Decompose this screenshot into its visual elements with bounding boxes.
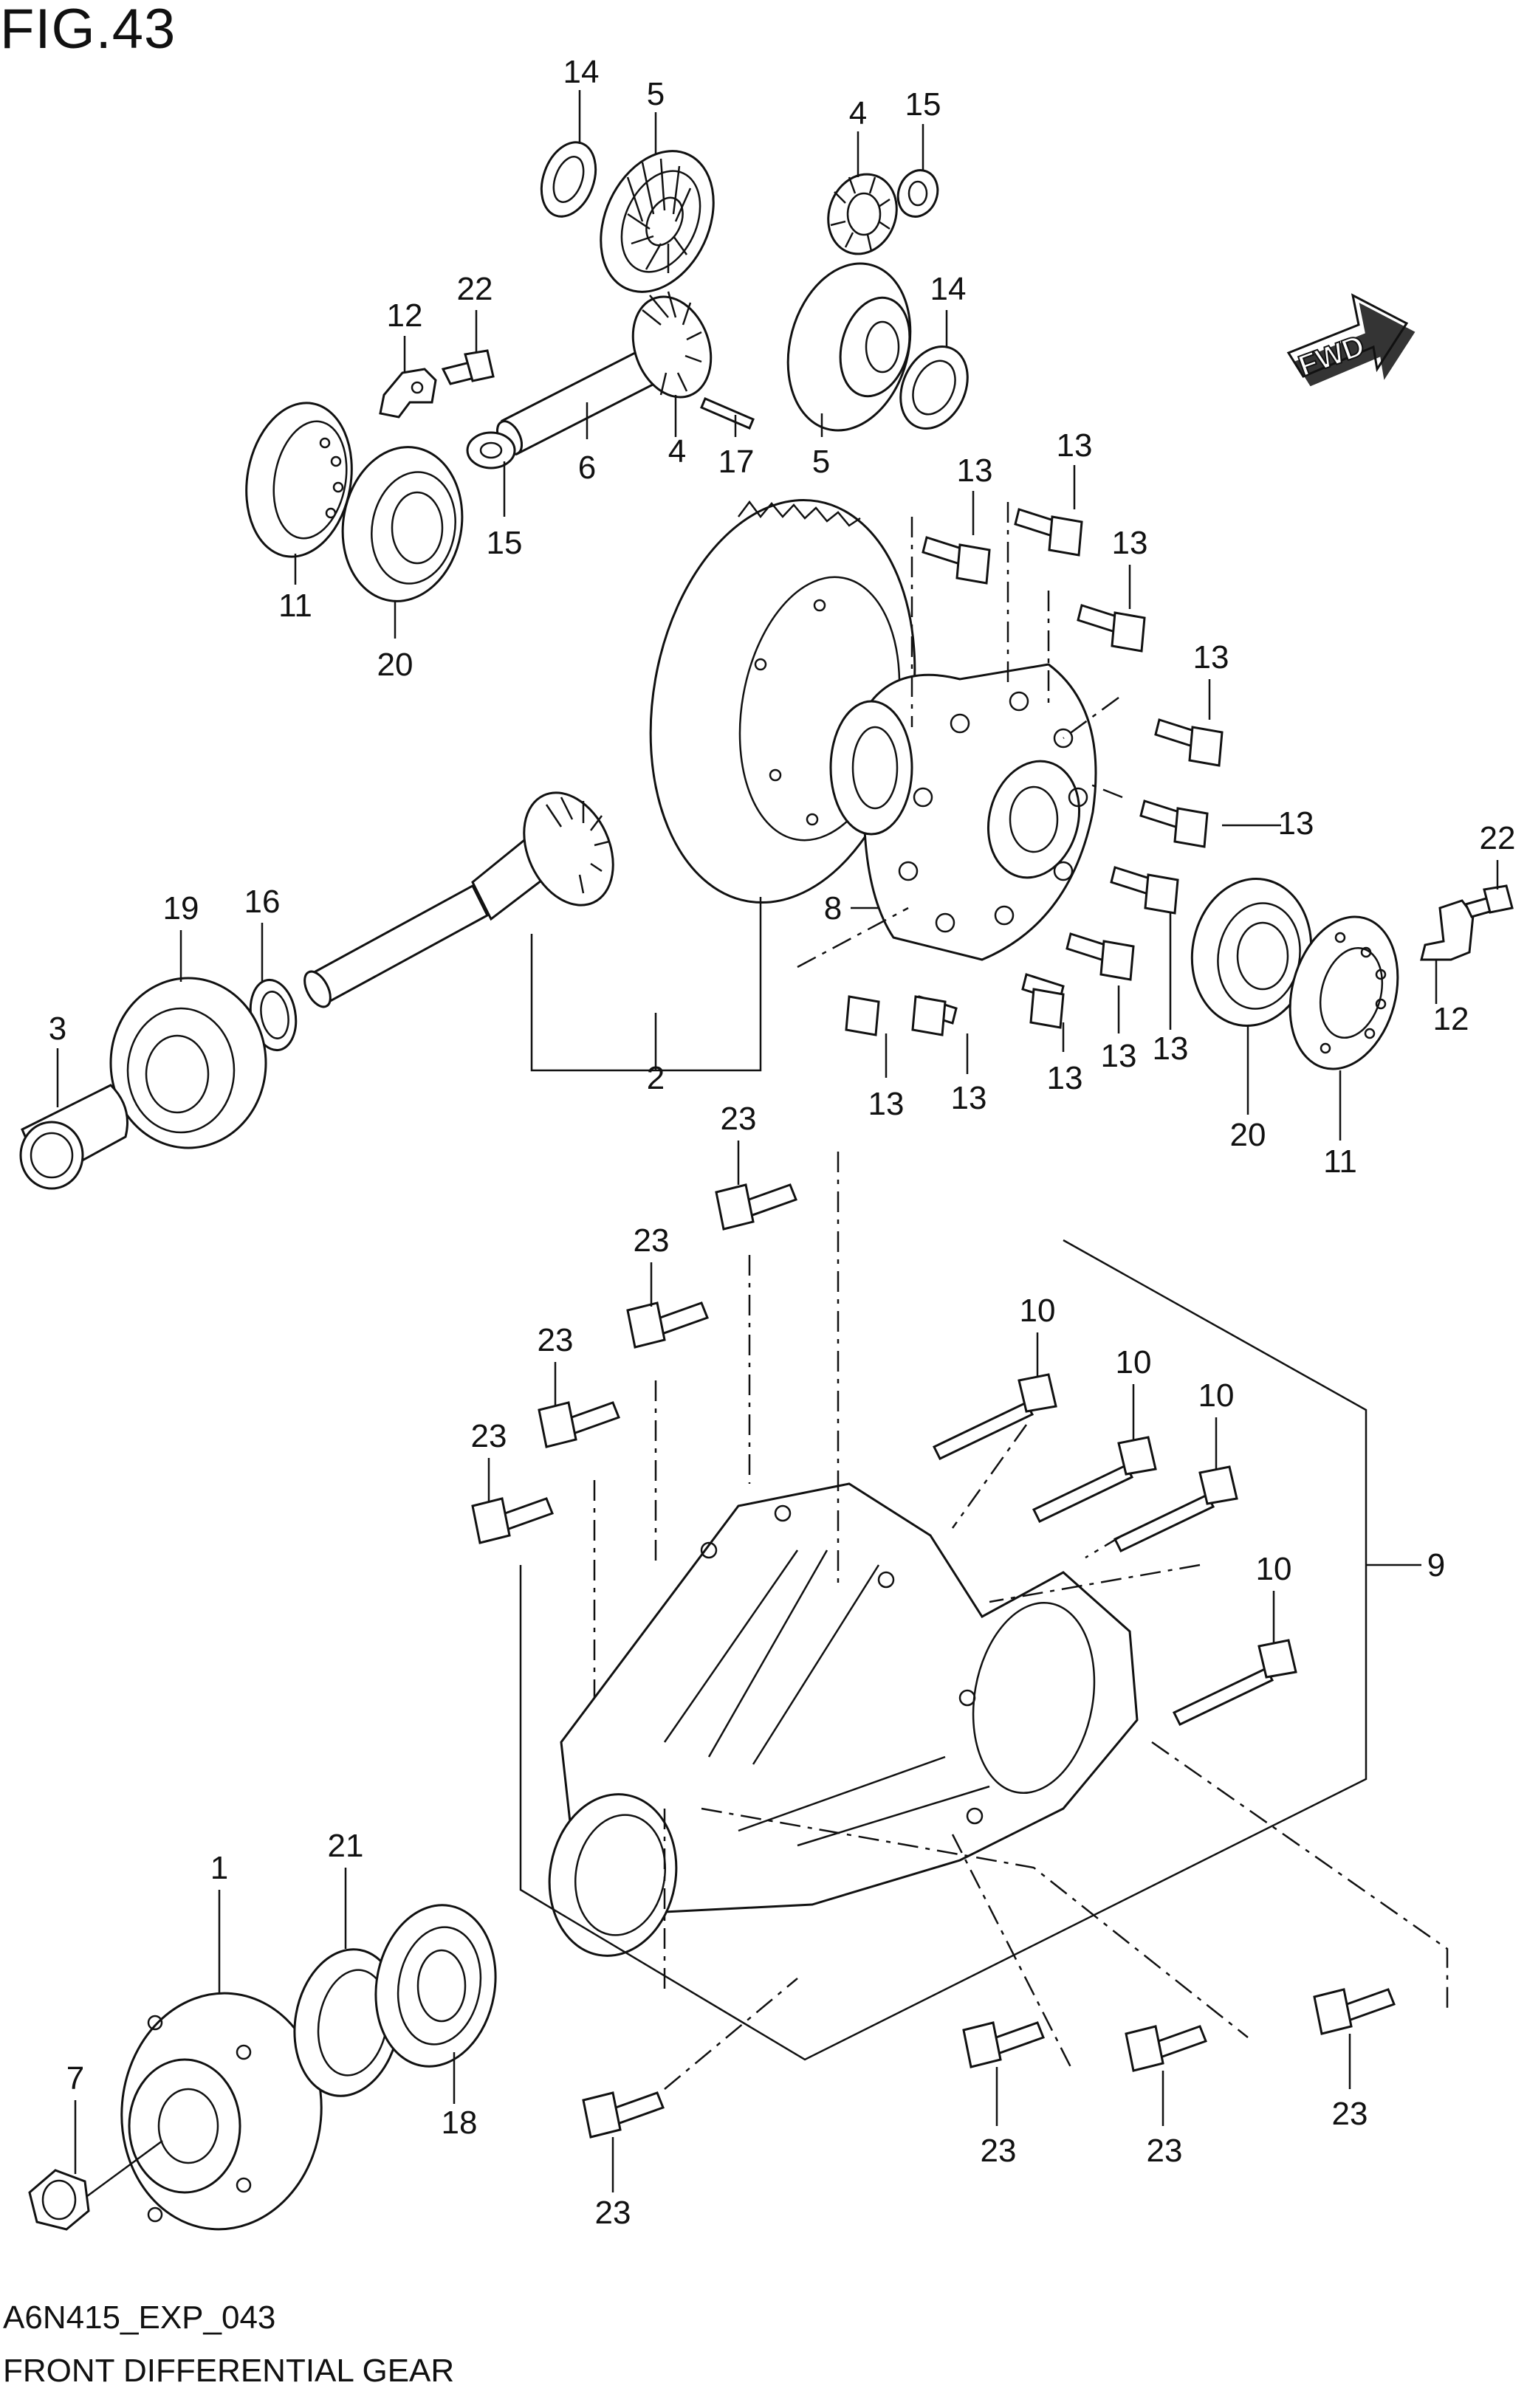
callout-23: 23 [471,1418,507,1454]
callout-6: 6 [578,450,596,486]
ring-gear-bolts-13 [845,508,1224,1036]
callout-23: 23 [595,2195,631,2231]
leader-lines [56,90,1499,2198]
callout-17: 17 [718,444,755,480]
callout-15: 15 [905,86,941,123]
callout-21: 21 [328,1828,364,1864]
callout-23: 23 [538,1322,574,1358]
callout-13: 13 [1047,1060,1083,1096]
pin-17 [700,397,755,430]
figure-title: FIG.43 [0,0,176,61]
callout-3: 3 [49,1011,66,1047]
callout-13: 13 [1057,427,1093,464]
bolt-22-right [1463,884,1514,918]
diagram-name: FRONT DIFFERENTIAL GEAR [3,2353,455,2389]
callout-13: 13 [951,1080,987,1116]
callout-22: 22 [457,271,493,307]
callout-10: 10 [1020,1293,1056,1329]
callout-11: 11 [278,588,312,624]
fwd-arrow-badge: FWD [1286,293,1416,387]
callout-16: 16 [244,884,281,920]
callout-9: 9 [1427,1547,1445,1583]
callout-20: 20 [377,647,414,683]
companion-flange-1 [120,1992,323,2231]
bracket-12-top [379,368,437,419]
callout-15: 15 [487,525,523,561]
callout-8: 8 [824,890,842,926]
bearing-19 [109,977,267,1149]
drive-pinion-2 [303,791,614,1008]
callout-2: 2 [647,1060,665,1096]
callout-10: 10 [1116,1344,1152,1380]
callout-13: 13 [1153,1031,1189,1067]
callout-13: 13 [1193,639,1229,675]
bracket-12-right [1420,899,1475,961]
pinion-gear-4-top [827,173,898,255]
callout-23: 23 [634,1222,670,1259]
housing-bolts-23 [471,1183,1396,2139]
bearing-18 [374,1904,497,2068]
callout-19: 19 [163,890,199,926]
callout-23: 23 [1332,2096,1368,2132]
callout-18: 18 [442,2105,478,2141]
callout-7: 7 [66,2060,84,2096]
callout-13: 13 [957,453,993,489]
flange-nut-7 [28,2169,90,2231]
oil-seal-11-right [1288,915,1399,1070]
washer-14-mid [899,345,969,430]
callout-1: 1 [210,1850,228,1886]
housing-9 [548,1482,1139,1957]
callout-5: 5 [647,76,665,112]
side-gear-5-top [600,150,715,293]
bolt-22-top [441,349,495,385]
callout-20: 20 [1230,1117,1266,1153]
callout-12: 12 [1433,1001,1469,1037]
callout-10: 10 [1256,1551,1292,1587]
spacer-3 [19,1084,128,1190]
housing-bolts-10 [932,1373,1297,1726]
oil-seal-11-top [245,402,353,558]
alignment-dashes [593,502,1449,2090]
callout-4: 4 [849,95,867,131]
differential-case-8 [829,663,1097,961]
callout-5: 5 [812,444,830,480]
callout-14: 14 [563,54,600,90]
side-gear-5-mid [786,262,912,432]
callout-12: 12 [387,297,423,334]
callout-10: 10 [1198,1377,1235,1414]
callout-23: 23 [721,1101,757,1137]
diagram-code: A6N415_EXP_043 [3,2299,276,2336]
bearing-20-top [341,446,464,602]
callout-22: 22 [1480,820,1516,856]
pinion-gear-4-shaft [631,291,713,399]
washer-15-shaft [466,431,516,469]
callout-23: 23 [981,2133,1017,2169]
washer-15-top [896,169,939,218]
washer-14-top [540,141,597,218]
callout-23: 23 [1147,2133,1183,2169]
callout-14: 14 [930,271,967,307]
callout-4: 4 [668,433,686,469]
callout-numbers: 14 5 4 15 14 22 12 6 4 17 5 15 11 20 13 … [49,54,1516,2231]
callout-11: 11 [1323,1143,1357,1180]
callout-13: 13 [1112,525,1148,561]
callout-13: 13 [1278,805,1314,842]
callout-13: 13 [868,1086,905,1122]
callout-13: 13 [1101,1038,1137,1074]
